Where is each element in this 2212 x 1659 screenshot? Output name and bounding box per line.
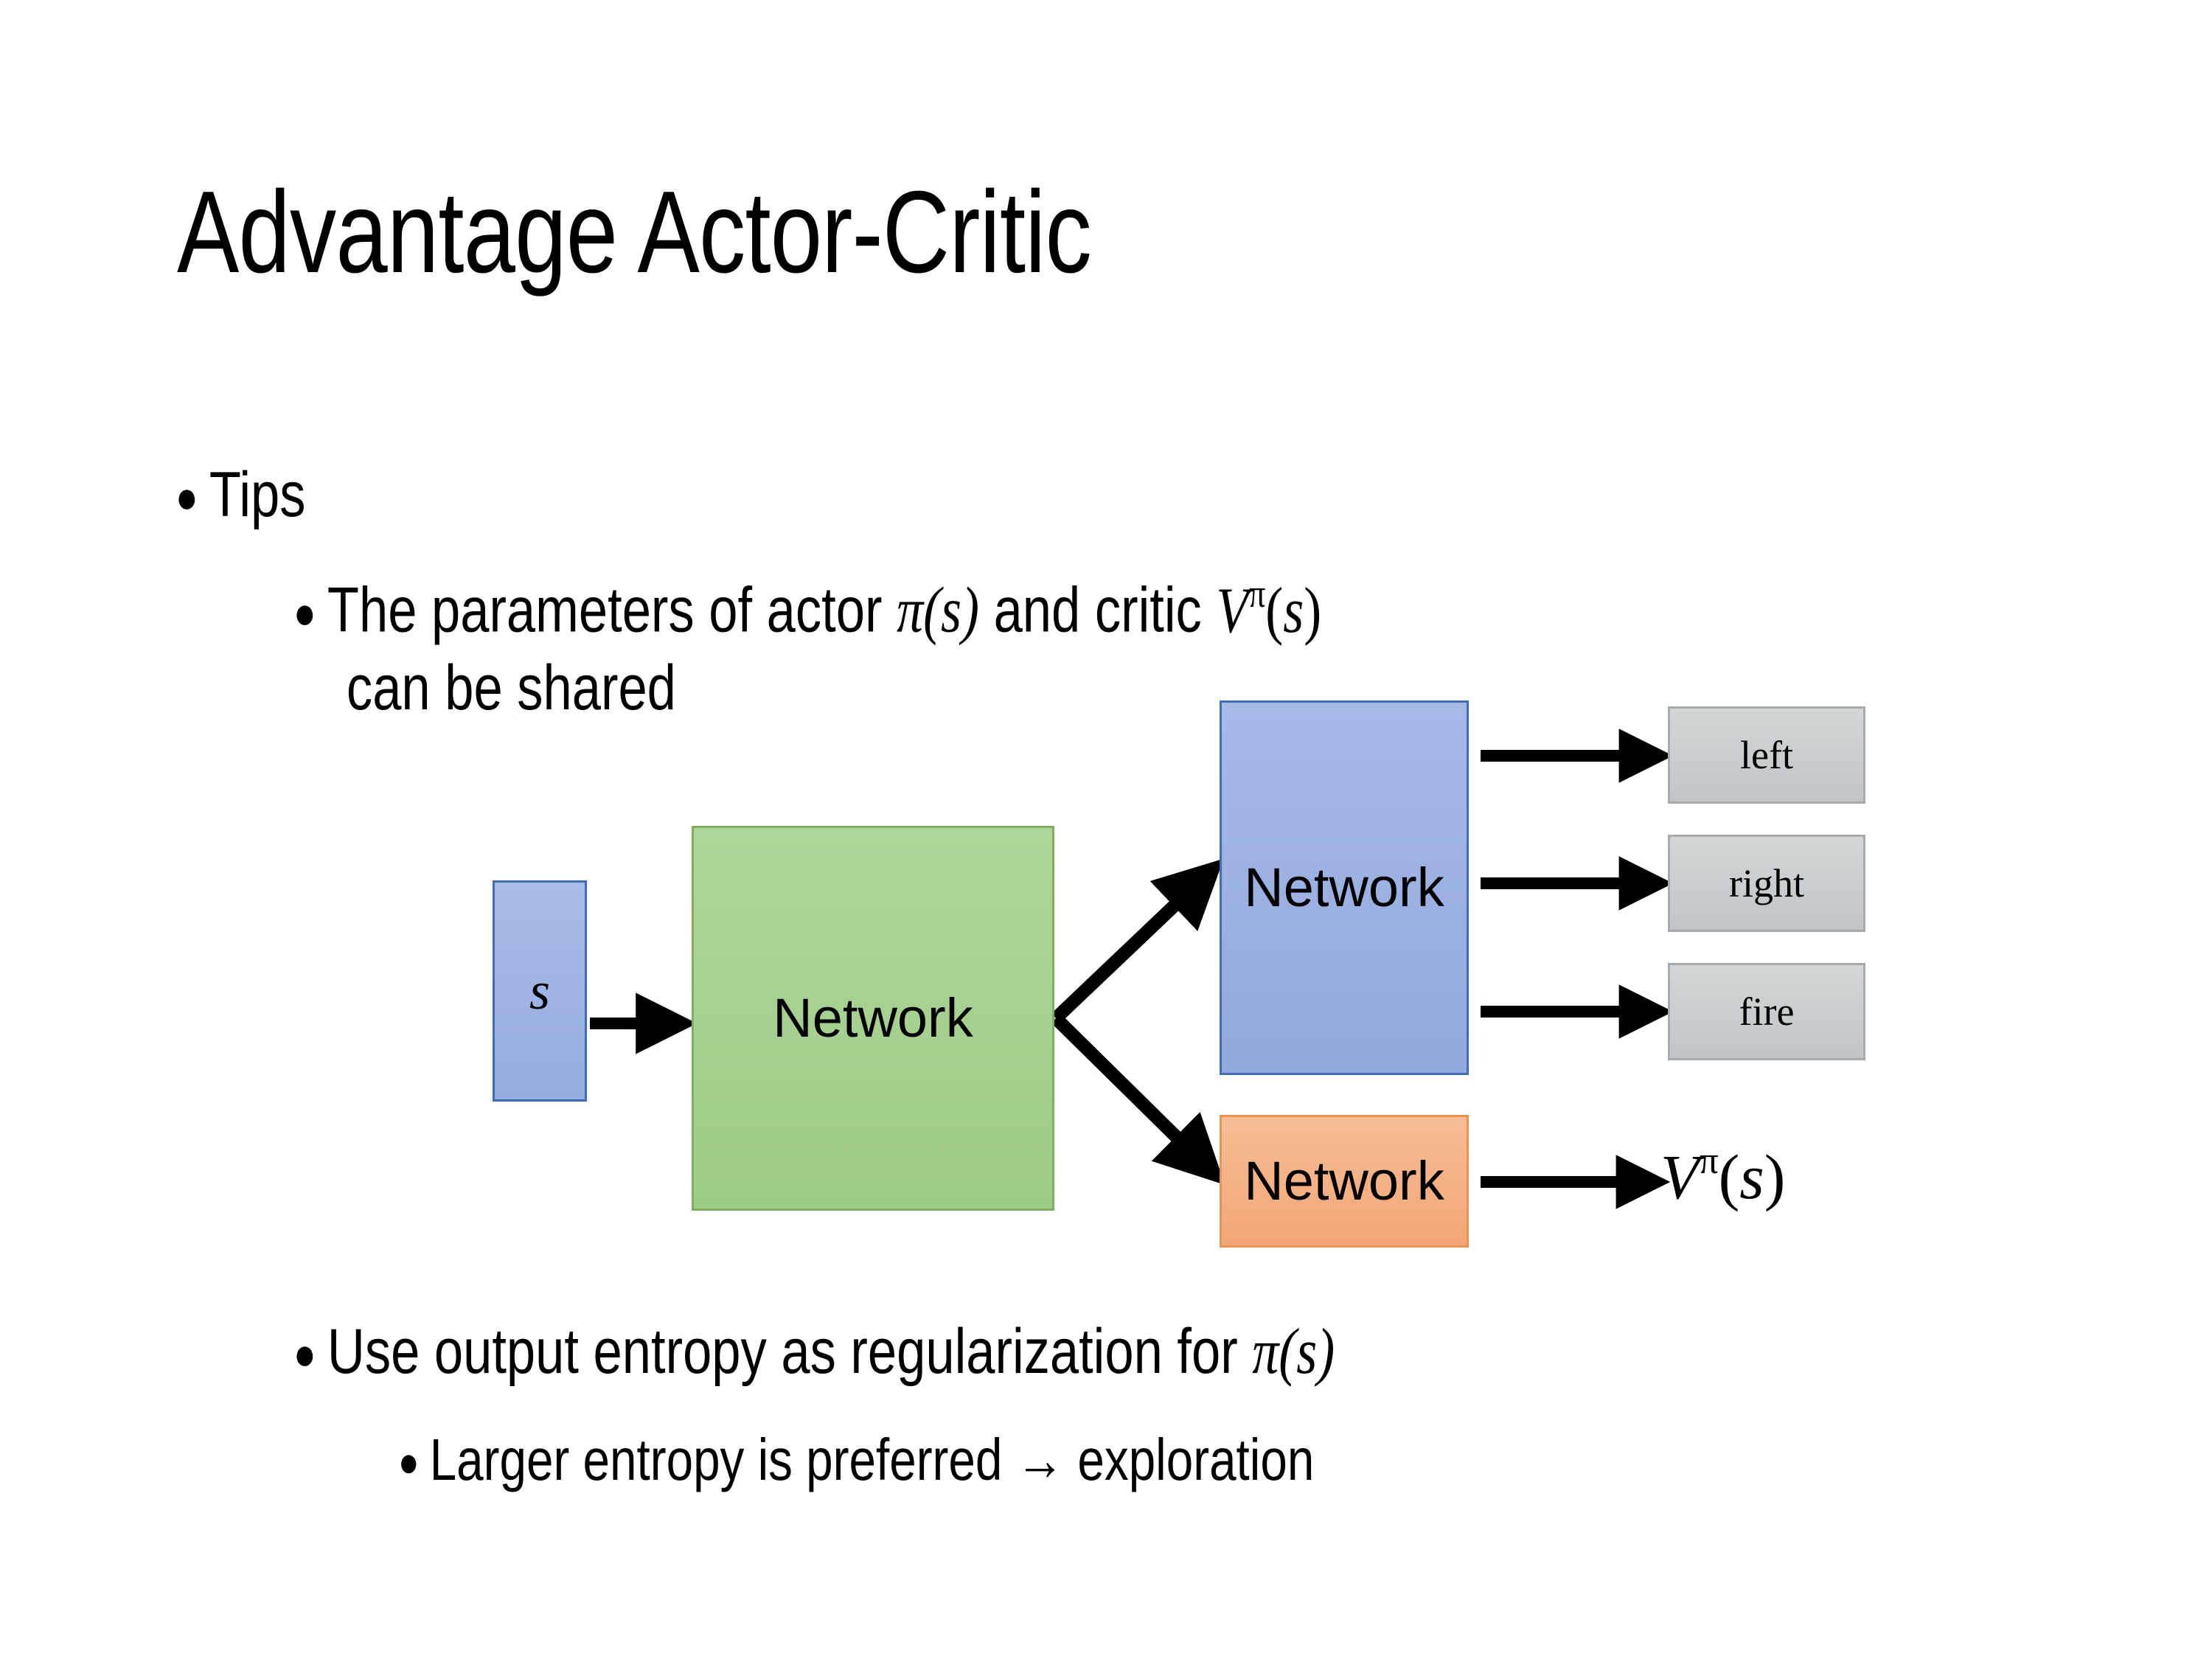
action-output-right-label: right bbox=[1729, 861, 1804, 905]
math-critic-v-pi-s: Vπ(s) bbox=[1216, 571, 1322, 646]
actor-network-box: Network bbox=[1220, 700, 1469, 1075]
state-label: s bbox=[529, 961, 551, 1020]
action-output-left: left bbox=[1668, 706, 1865, 804]
page-title: Advantage Actor-Critic bbox=[177, 167, 1092, 297]
shared-network-label: Network bbox=[773, 987, 973, 1048]
bullet-parameters-pre: The parameters of actor bbox=[327, 574, 897, 646]
action-output-left-label: left bbox=[1740, 733, 1793, 777]
bullet-entropy-pre: Use output entropy as regularization for bbox=[327, 1316, 1253, 1387]
critic-value-base: V bbox=[1660, 1141, 1700, 1213]
critic-value-arg: (s) bbox=[1718, 1141, 1786, 1213]
action-output-fire-label: fire bbox=[1739, 990, 1795, 1034]
bullet-dot-icon: ● bbox=[175, 472, 198, 524]
bullet-parameters-mid: and critic bbox=[978, 574, 1217, 646]
shared-network-box: Network bbox=[692, 826, 1054, 1211]
bullet-dot-icon: ● bbox=[293, 1329, 316, 1380]
critic-network-box: Network bbox=[1220, 1115, 1469, 1248]
bullet-larger-entropy-label: Larger entropy is preferred → exploratio… bbox=[429, 1427, 1315, 1492]
bullet-entropy-regularization: ●Use output entropy as regularization fo… bbox=[293, 1314, 1335, 1388]
bullet-dot-icon: ● bbox=[398, 1439, 420, 1486]
math-pi-s: π(s) bbox=[1252, 1315, 1335, 1387]
bullet-parameters-shared: ●The parameters of actor π(s) and critic… bbox=[293, 569, 1563, 727]
state-input-box: s bbox=[493, 880, 587, 1102]
bullet-dot-icon: ● bbox=[293, 587, 316, 639]
action-output-fire: fire bbox=[1668, 963, 1865, 1060]
math-actor-pi-s: π(s) bbox=[897, 574, 979, 646]
critic-value-output-label: Vπ(s) bbox=[1660, 1139, 1785, 1214]
bullet-larger-entropy: ●Larger entropy is preferred → explorati… bbox=[398, 1426, 1314, 1494]
actor-network-label: Network bbox=[1244, 857, 1444, 918]
bullet-tips: ●Tips bbox=[175, 459, 306, 532]
action-output-right: right bbox=[1668, 835, 1865, 932]
critic-network-label: Network bbox=[1244, 1150, 1444, 1211]
bullet-tips-label: Tips bbox=[209, 459, 306, 530]
bullet-parameters-line2: can be shared bbox=[346, 652, 676, 723]
critic-value-superscript: π bbox=[1699, 1140, 1719, 1182]
